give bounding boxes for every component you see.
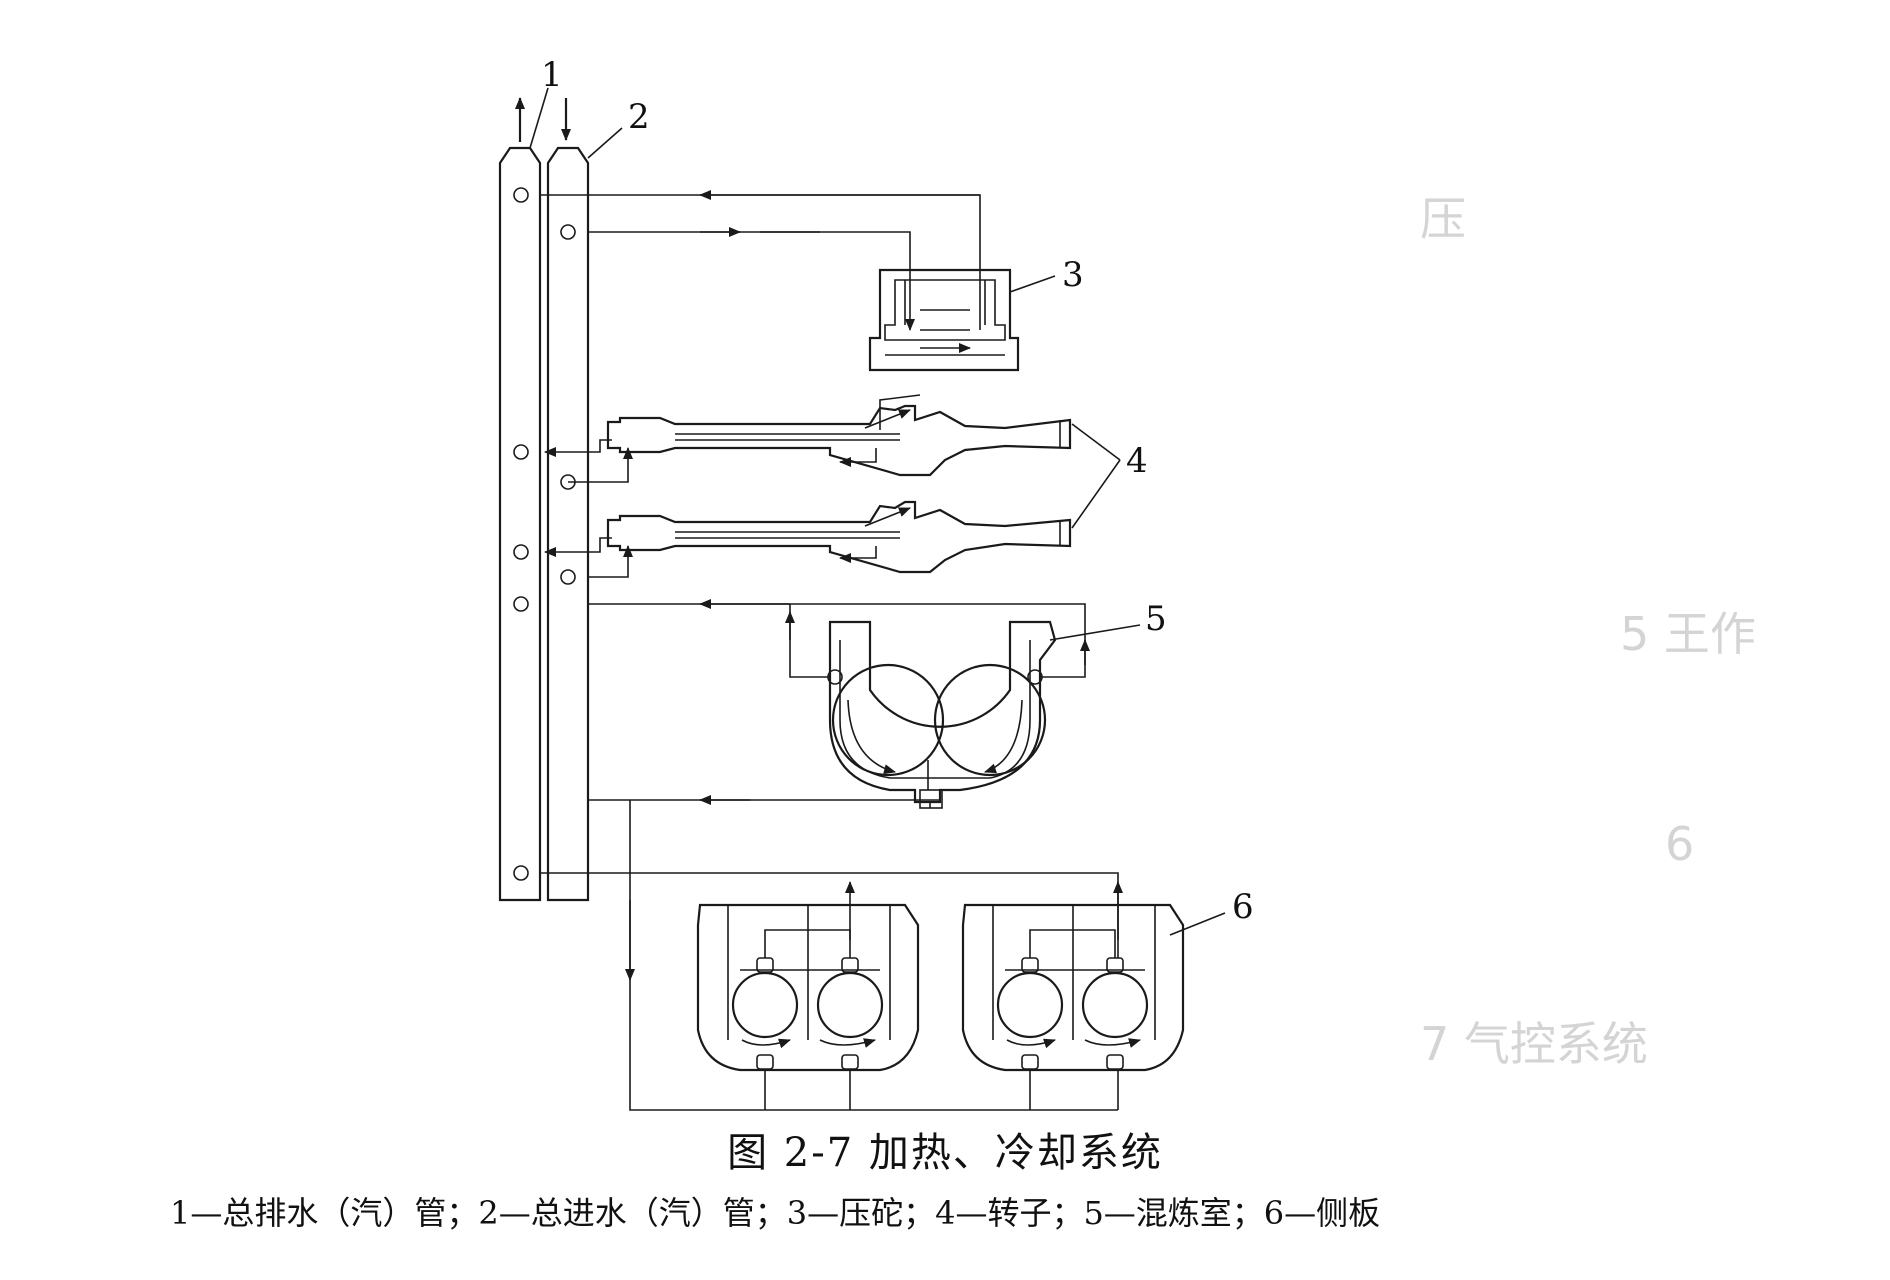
inlet-port bbox=[560, 224, 576, 240]
side-plate-left bbox=[696, 903, 920, 1072]
outlet-port bbox=[513, 444, 529, 460]
main-supply-pipe bbox=[546, 98, 590, 902]
rotor-lower bbox=[606, 500, 1072, 574]
side-plate-circuit bbox=[540, 800, 1123, 1111]
outlet-port bbox=[513, 596, 529, 612]
outlet-port bbox=[513, 544, 529, 560]
label-3: 3 bbox=[1062, 255, 1084, 295]
component-labels: 1 2 3 4 5 6 bbox=[541, 55, 1254, 927]
figure-legend: 1—总排水（汽）管；2—总进水（汽）管；3—压砣；4—转子；5—混炼室；6—侧板 bbox=[170, 1194, 1381, 1232]
mixing-chamber-circuit bbox=[588, 599, 1090, 808]
side-plate-right bbox=[961, 903, 1185, 1072]
label-6: 6 bbox=[1232, 887, 1254, 927]
svg-text:压: 压 bbox=[1420, 192, 1466, 246]
leader-lines bbox=[529, 87, 1226, 936]
label-4: 4 bbox=[1126, 441, 1148, 481]
main-drain-pipe bbox=[498, 97, 542, 902]
svg-text:6: 6 bbox=[1665, 817, 1694, 871]
mixing-chamber bbox=[827, 620, 1057, 809]
outlet-port bbox=[513, 187, 529, 203]
svg-text:5 王作: 5 王作 bbox=[1620, 607, 1756, 661]
ram-weight bbox=[868, 268, 1020, 372]
outlet-port bbox=[513, 865, 529, 881]
label-2: 2 bbox=[628, 97, 650, 137]
inlet-port bbox=[560, 569, 576, 585]
label-5: 5 bbox=[1145, 599, 1167, 639]
figure-caption: 图 2-7 加热、冷却系统 bbox=[727, 1130, 1163, 1176]
show-through-text: 压 5 王作 6 7 气控系统 bbox=[1420, 192, 1756, 1071]
ram-circuit bbox=[540, 190, 981, 353]
svg-text:7 气控系统: 7 气控系统 bbox=[1420, 1017, 1648, 1071]
rotor-connections bbox=[544, 439, 633, 578]
label-1: 1 bbox=[541, 55, 563, 95]
rotor-upper bbox=[606, 394, 1072, 477]
